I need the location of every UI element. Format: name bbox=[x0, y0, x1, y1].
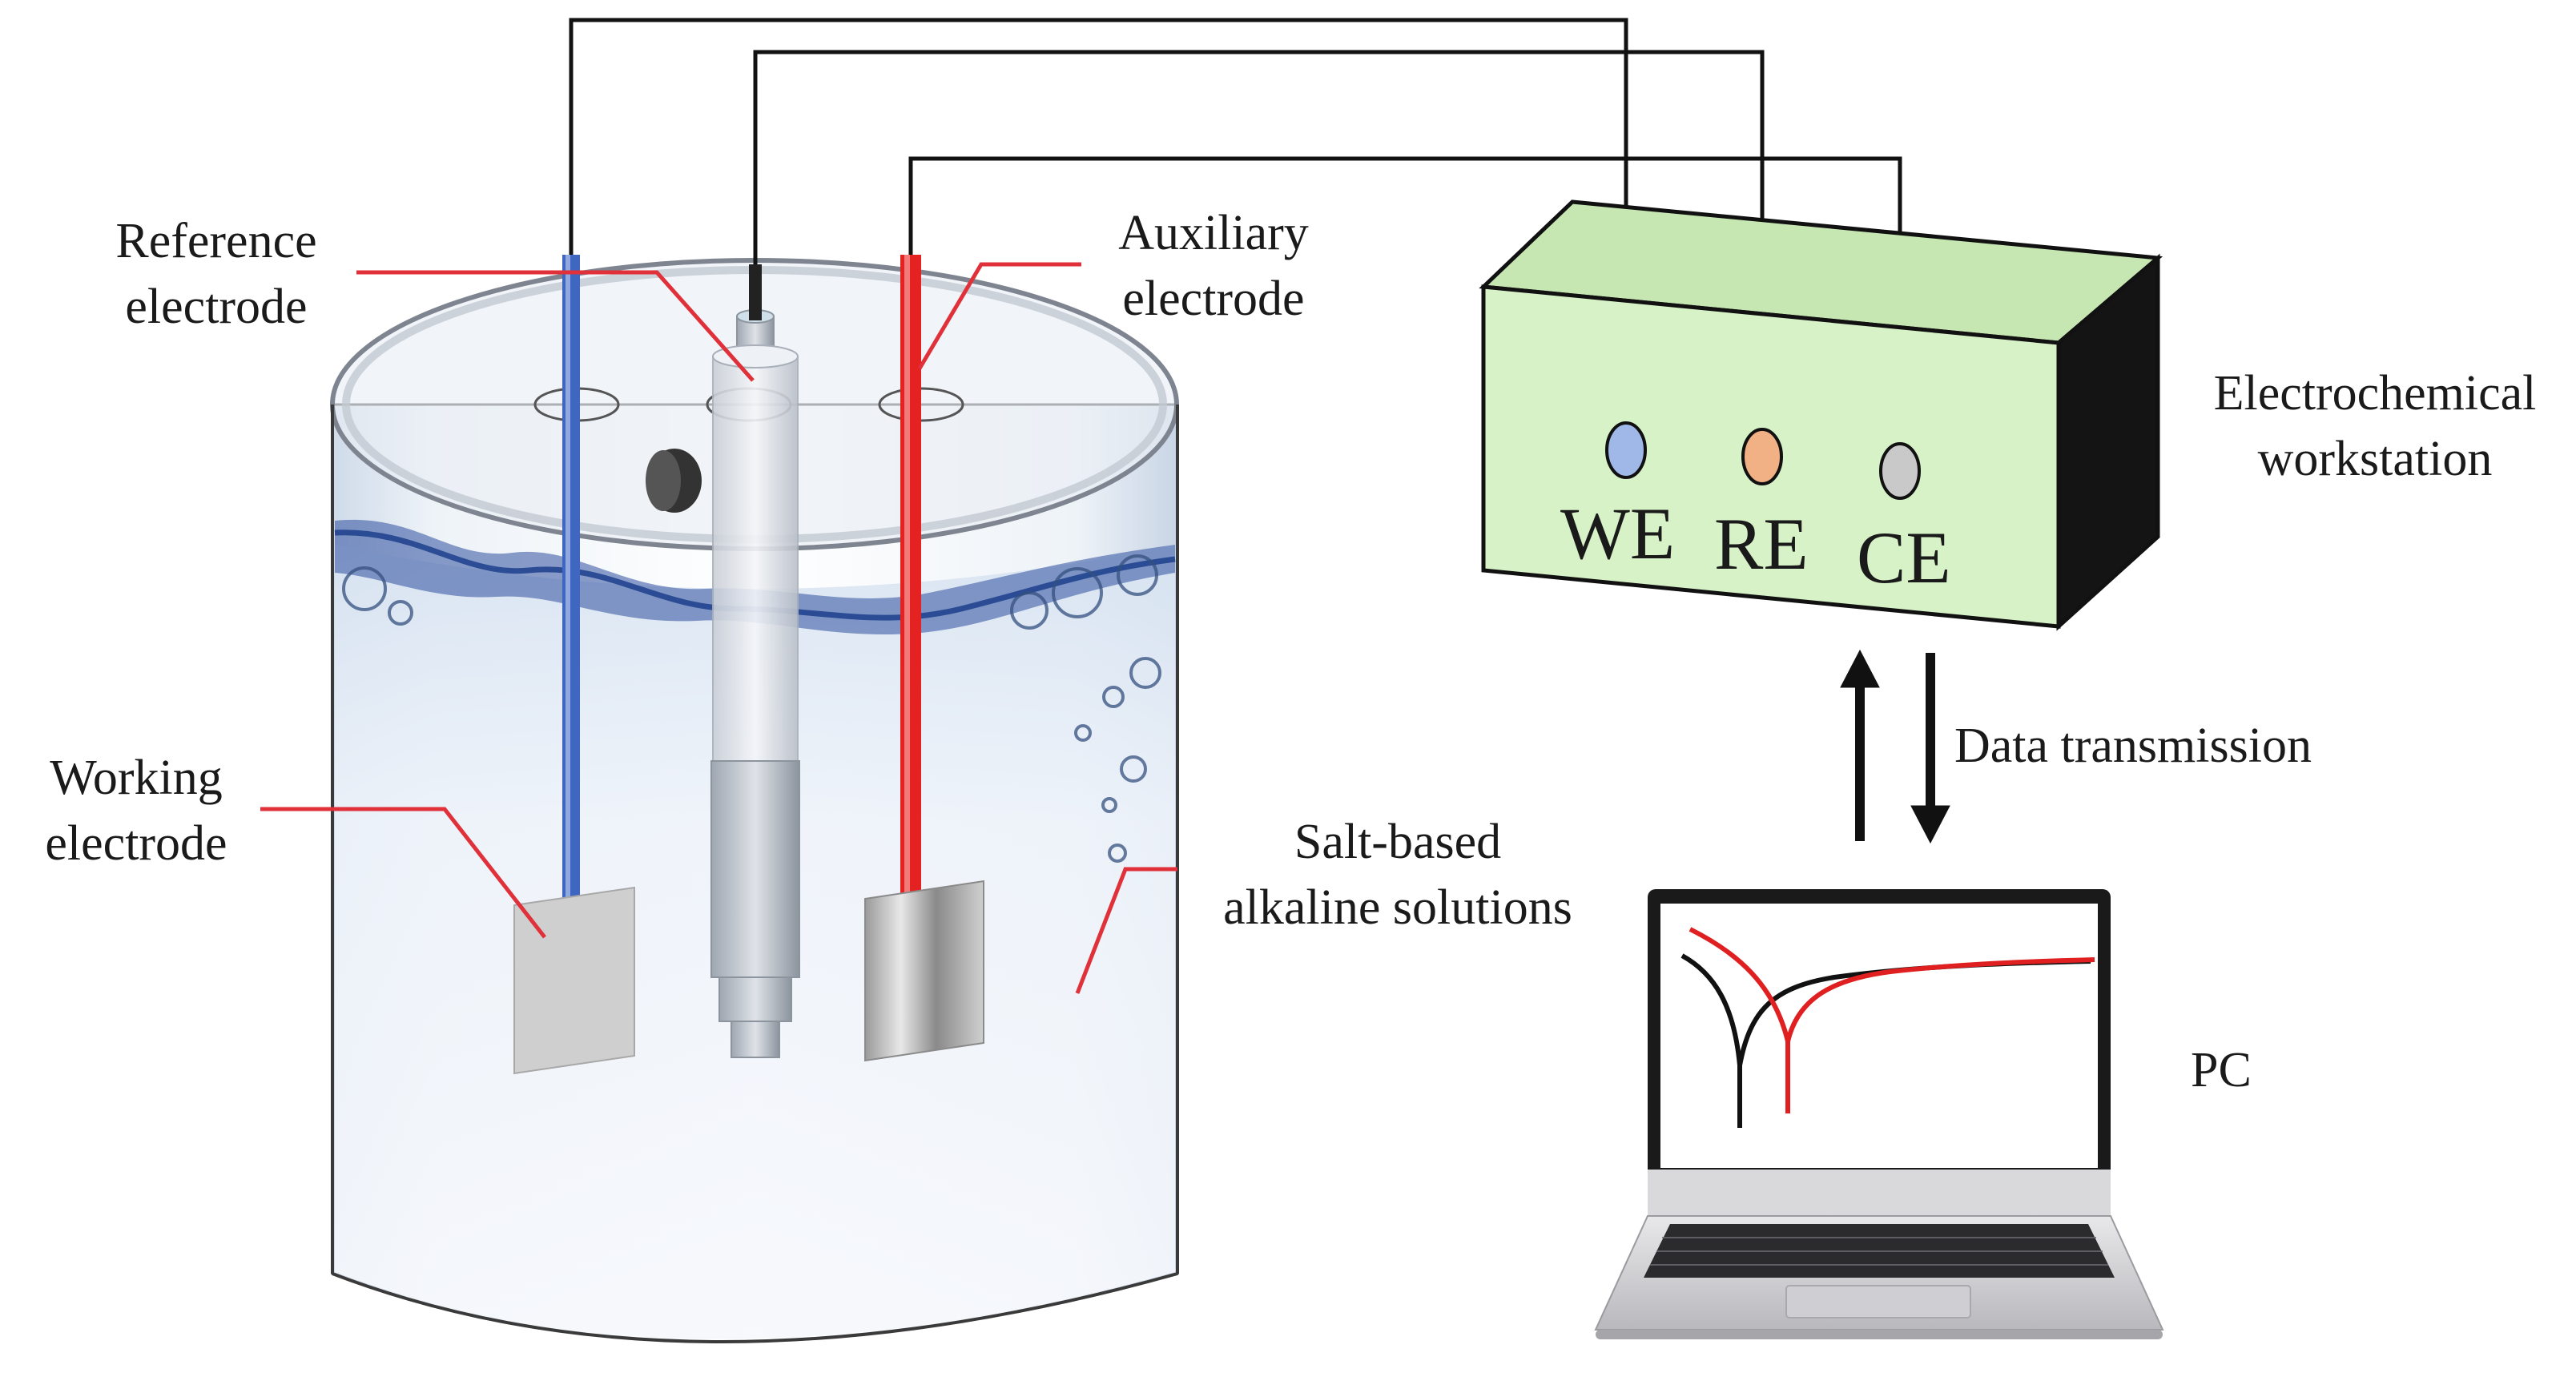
label-solution-line2: alkaline solutions bbox=[1223, 880, 1572, 935]
leader-working bbox=[260, 807, 546, 939]
bubbles bbox=[342, 554, 1161, 863]
label-data-transmission: Data transmission bbox=[1954, 719, 2312, 773]
label-working-line1: Working bbox=[50, 751, 223, 805]
label-workstation: Electrochemical workstation bbox=[2179, 368, 2571, 484]
working-electrode-plate bbox=[513, 886, 635, 1075]
label-solution-line1: Salt-based bbox=[1294, 815, 1502, 869]
label-reference-line2: electrode bbox=[125, 280, 308, 334]
reference-electrode bbox=[710, 264, 800, 1058]
label-reference-electrode: Reference electrode bbox=[88, 216, 344, 332]
reference-electrode-tube bbox=[712, 356, 799, 762]
data-arrows bbox=[1840, 649, 1950, 844]
auxiliary-electrode bbox=[864, 255, 984, 1062]
laptop bbox=[1594, 889, 2164, 1339]
port-label-we: WE bbox=[1560, 493, 1676, 574]
arrow-down bbox=[1910, 653, 1950, 844]
port-ce bbox=[1879, 442, 1921, 500]
port-we bbox=[1605, 421, 1647, 479]
auxiliary-electrode-rod bbox=[900, 255, 921, 896]
port-re bbox=[1741, 428, 1783, 485]
leader-solution bbox=[1075, 867, 1177, 994]
auxiliary-electrode-plate bbox=[864, 880, 984, 1062]
label-solution: Salt-based alkaline solutions bbox=[1173, 817, 1622, 932]
stopper bbox=[646, 449, 702, 513]
port-label-ce: CE bbox=[1857, 517, 1951, 598]
curve-red bbox=[1688, 927, 2095, 1113]
leader-reference bbox=[356, 270, 755, 382]
arrow-up bbox=[1840, 649, 1880, 841]
laptop-screen bbox=[1660, 904, 2098, 1168]
label-workstation-line2: workstation bbox=[2257, 432, 2493, 486]
port-label-re: RE bbox=[1714, 503, 1809, 585]
workstation bbox=[1479, 199, 2163, 631]
label-pc: PC bbox=[2191, 1043, 2252, 1097]
label-auxiliary-line1: Auxiliary bbox=[1118, 206, 1309, 260]
leader-lines bbox=[260, 262, 1177, 994]
label-reference-line1: Reference bbox=[115, 214, 317, 268]
leader-auxiliary bbox=[917, 262, 1081, 370]
label-workstation-line1: Electrochemical bbox=[2213, 366, 2537, 421]
label-working-electrode: Working electrode bbox=[16, 753, 256, 868]
label-working-line2: electrode bbox=[45, 816, 227, 871]
label-auxiliary-line2: electrode bbox=[1122, 272, 1305, 326]
laptop-touchpad bbox=[1785, 1285, 1971, 1319]
label-auxiliary-electrode: Auxiliary electrode bbox=[1077, 208, 1350, 324]
working-electrode-rod bbox=[562, 255, 580, 905]
